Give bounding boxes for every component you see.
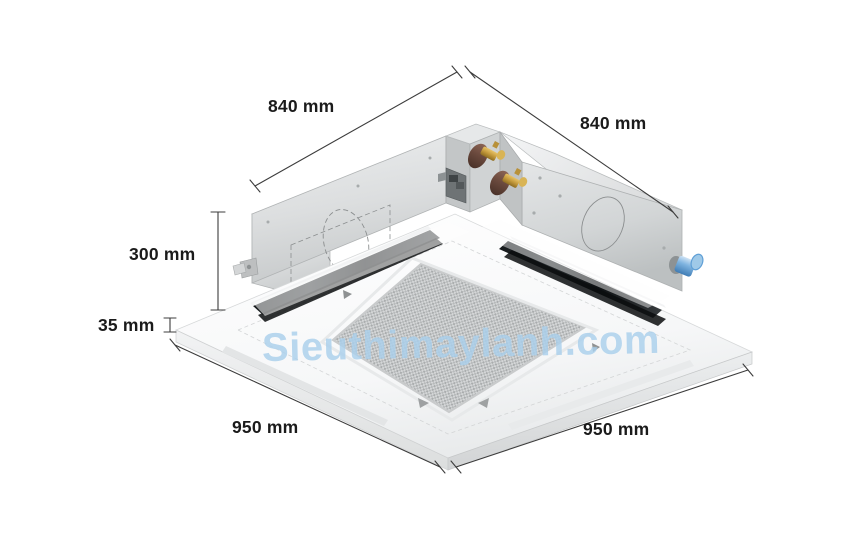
air-outlet-louver-back-right: [499, 236, 666, 326]
mounting-bracket-left: [232, 257, 259, 279]
dimension-label-panel-thickness: 35 mm: [98, 315, 155, 335]
dimension-label-panel-right: 950 mm: [583, 419, 650, 439]
dim-line-panel-left: [174, 344, 441, 468]
dimension-label-depth-right: 840 mm: [580, 113, 647, 133]
dim-line-panel-right: [455, 369, 749, 468]
dimension-label-body-height: 300 mm: [129, 244, 196, 264]
air-outlet-louver-front-left: [222, 346, 388, 426]
dimension-label-panel-left: 950 mm: [232, 417, 299, 437]
dim-line-depth-left: [254, 71, 458, 187]
refrigerant-port-lower: [489, 167, 528, 196]
drain-port: [669, 253, 704, 277]
dimension-label-depth-left: 840 mm: [268, 96, 335, 116]
dim-line-depth-right: [469, 71, 674, 213]
air-outlet-louver-front-right: [508, 360, 694, 430]
refrigerant-port-upper: [467, 141, 506, 169]
